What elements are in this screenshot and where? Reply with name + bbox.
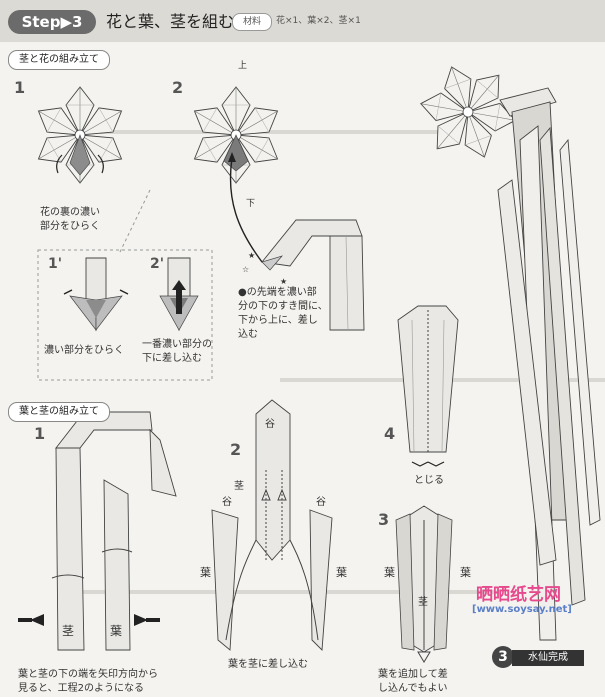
section-leaf-stem-label: 葉と茎の組み立て [8, 402, 110, 422]
step-number: 1 [34, 424, 46, 443]
leaf-step2-caption: 葉を茎に差し込む [228, 659, 308, 670]
stem-label: 茎 [234, 481, 244, 492]
materials-pill: 材料 [232, 13, 272, 31]
leaf-stem-step1-illustration [18, 411, 177, 651]
leaf-stem-step2-illustration [211, 399, 333, 652]
caption-line: 見ると、工程2のようになる [18, 683, 144, 694]
assembly-step4-illustration [397, 305, 459, 467]
stem-label: 茎 [62, 624, 75, 638]
insert-arrow [229, 157, 263, 263]
assembly-step3-illustration [395, 505, 453, 663]
caption-line: 一番濃い部分の [142, 339, 212, 350]
detail-number: 1' [48, 256, 63, 272]
caption-line: 葉と茎の下の端を矢印方向から [18, 669, 158, 680]
bottom-direction-label: 下 [246, 199, 256, 209]
flower-step1-illustration [31, 87, 128, 183]
step-number: 4 [384, 424, 396, 443]
leaf-label: 葉 [200, 566, 211, 579]
leaf-step1-caption: 葉と茎の下の端を矢印方向から 見ると、工程2のようになる [18, 668, 158, 696]
leaf-label: 葉 [110, 624, 123, 638]
leaf-step3-caption: 葉を追加して差 し込んでもよい [378, 668, 448, 696]
valley-label: 谷 [265, 419, 275, 430]
svg-text:☆: ☆ [242, 265, 249, 274]
caption-line: 下に差し込む [142, 353, 202, 364]
section-stem-flower-label: 茎と花の組み立て [8, 50, 110, 70]
step-number: 2 [230, 440, 242, 459]
step-header [0, 0, 605, 42]
final-step-number: 3 [492, 646, 514, 668]
stem-label: 茎 [418, 597, 428, 608]
detail-2-illustration [159, 257, 199, 332]
caption-line: 込む [238, 329, 258, 340]
connector-line [60, 590, 500, 594]
flower-step2-illustration [187, 87, 284, 183]
materials-text: 花×1、葉×2、茎×1 [276, 16, 361, 26]
watermark-url: [www.soysay.net] [472, 604, 572, 615]
caption-line: ●の先端を濃い部 [238, 287, 317, 298]
leaf-label: 葉 [336, 566, 347, 579]
caption-line: し込んでもよい [378, 683, 448, 694]
caption-line: 分の下のすき間に、 [238, 301, 328, 312]
caption-line: 下から上に、差し [238, 315, 318, 326]
stem-head-illustration: ★ ☆ ★ [242, 219, 365, 331]
finished-daffodil-illustration [406, 50, 601, 641]
step-badge: Step▶3 [8, 10, 96, 34]
valley-label: 谷 [222, 497, 232, 508]
leaf-label: 葉 [384, 566, 395, 579]
watermark-title: 晒晒纸艺网 [476, 585, 561, 605]
top-direction-label: 上 [238, 61, 248, 71]
detail-number: 2' [150, 256, 165, 272]
step2-caption: ●の先端を濃い部 分の下のすき間に、 下から上に、差し 込む [238, 286, 328, 342]
detail-1-illustration [63, 257, 129, 332]
leaf-label: 葉 [460, 566, 471, 579]
svg-text:★: ★ [248, 251, 255, 260]
step1-caption: 花の裏の濃い 部分をひらく [40, 206, 100, 234]
connector-line [100, 130, 460, 134]
final-label: 水仙完成 [512, 650, 584, 666]
leaf-step4-caption: とじる [414, 475, 444, 486]
caption-line: 葉を追加して差 [378, 669, 448, 680]
detail2-caption: 一番濃い部分の 下に差し込む [142, 338, 212, 366]
page-title: 花と葉、茎を組む [106, 12, 235, 31]
detail1-caption: 濃い部分をひらく [44, 345, 124, 356]
caption-line: 部分をひらく [40, 221, 100, 232]
svg-text:★: ★ [280, 277, 287, 286]
step-number: 1 [14, 78, 26, 97]
caption-line: 花の裏の濃い [40, 207, 100, 218]
step-number: 3 [378, 510, 390, 529]
valley-label: 谷 [316, 497, 326, 508]
detail-panel [37, 249, 213, 381]
step-number: 2 [172, 78, 184, 97]
